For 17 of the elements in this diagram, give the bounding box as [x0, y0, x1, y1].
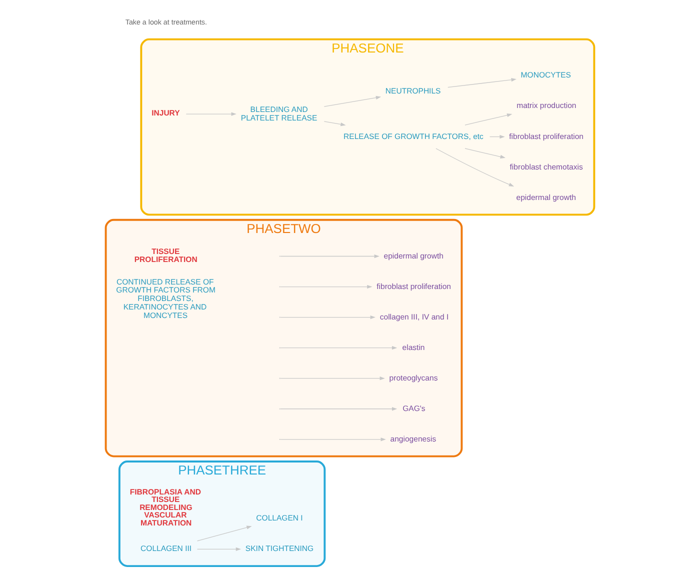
arrow [464, 148, 506, 158]
arrow [280, 284, 372, 289]
arrow [464, 113, 512, 126]
arrow [186, 112, 236, 116]
arrow [280, 254, 380, 258]
arrow [324, 96, 382, 107]
arrow [196, 547, 242, 551]
arrow [280, 376, 385, 380]
arrow [280, 438, 386, 442]
arrow [489, 134, 505, 139]
arrow [436, 148, 514, 186]
arrow [196, 526, 252, 542]
arrow [324, 121, 346, 126]
arrow [280, 346, 398, 350]
arrow [280, 315, 376, 320]
arrow [280, 407, 398, 411]
arrow [448, 78, 516, 88]
